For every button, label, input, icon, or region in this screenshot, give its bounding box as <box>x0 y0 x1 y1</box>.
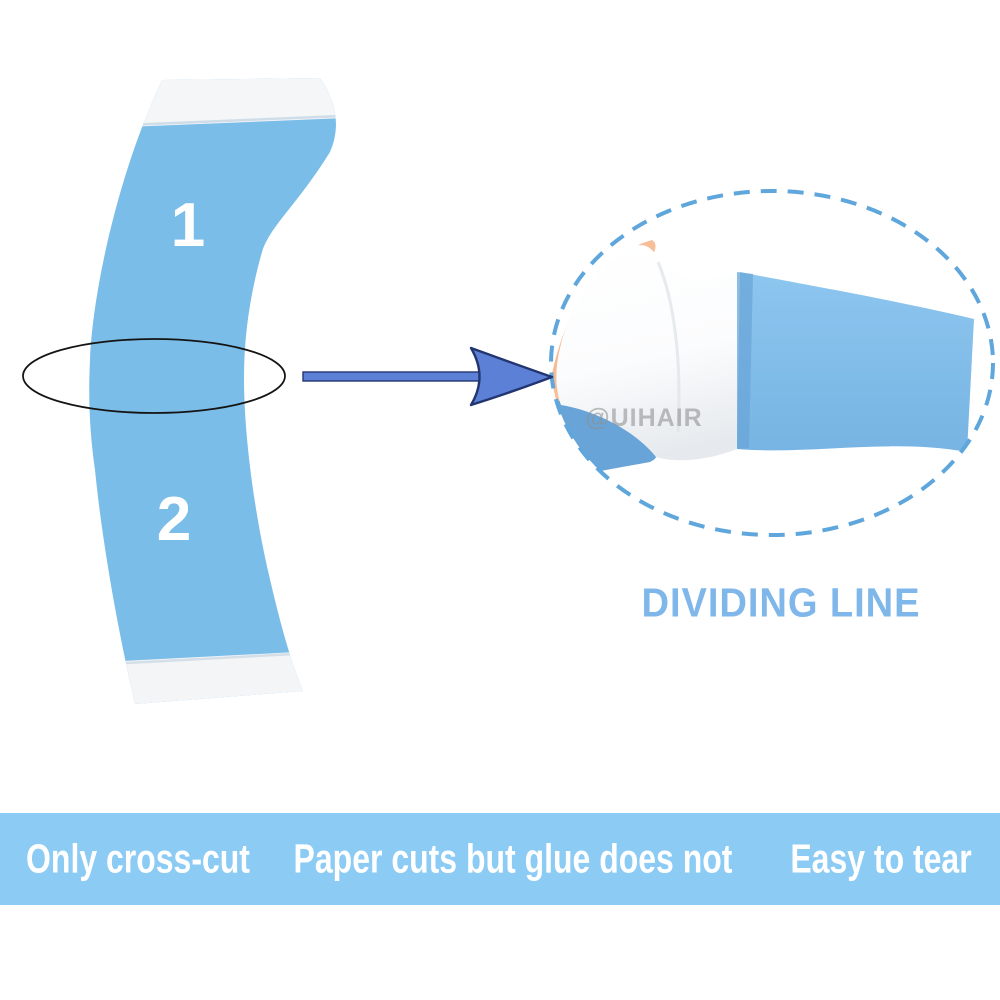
arrow-head <box>469 346 554 407</box>
segment-1-label: 1 <box>171 191 205 260</box>
banner-item-only-cross-cut: Only cross-cut <box>26 835 250 882</box>
magnifier-dashed-outline <box>549 189 995 537</box>
liner-paper <box>556 245 740 461</box>
adhesive-tape-panel <box>737 272 974 452</box>
liner-crease <box>656 261 681 433</box>
segment-2-label: 2 <box>157 485 191 554</box>
tape-strip: 1 2 <box>89 78 336 704</box>
banner-item-paper-cuts: Paper cuts but glue does not <box>293 835 733 882</box>
watermark-text: @UIHAIR <box>585 404 703 432</box>
magnified-view: @UIHAIR <box>551 191 993 535</box>
tape-top-tab <box>115 78 336 127</box>
panel-edge-shadow <box>737 272 753 449</box>
tape-strip-body <box>89 78 336 704</box>
tape-top-tab-edge <box>125 114 336 127</box>
tape-bottom-tab-edge <box>107 651 313 666</box>
tape-bottom-tab <box>98 651 322 704</box>
zoom-arrow-icon <box>302 346 554 407</box>
banner-item-easy-to-tear: Easy to tear <box>790 835 972 882</box>
arrow-shaft <box>302 371 484 382</box>
dividing-line-caption: DIVIDING LINE <box>641 579 921 626</box>
highlight-oval <box>22 338 286 414</box>
feature-banner: Only cross-cut Paper cuts but glue does … <box>0 813 1000 905</box>
